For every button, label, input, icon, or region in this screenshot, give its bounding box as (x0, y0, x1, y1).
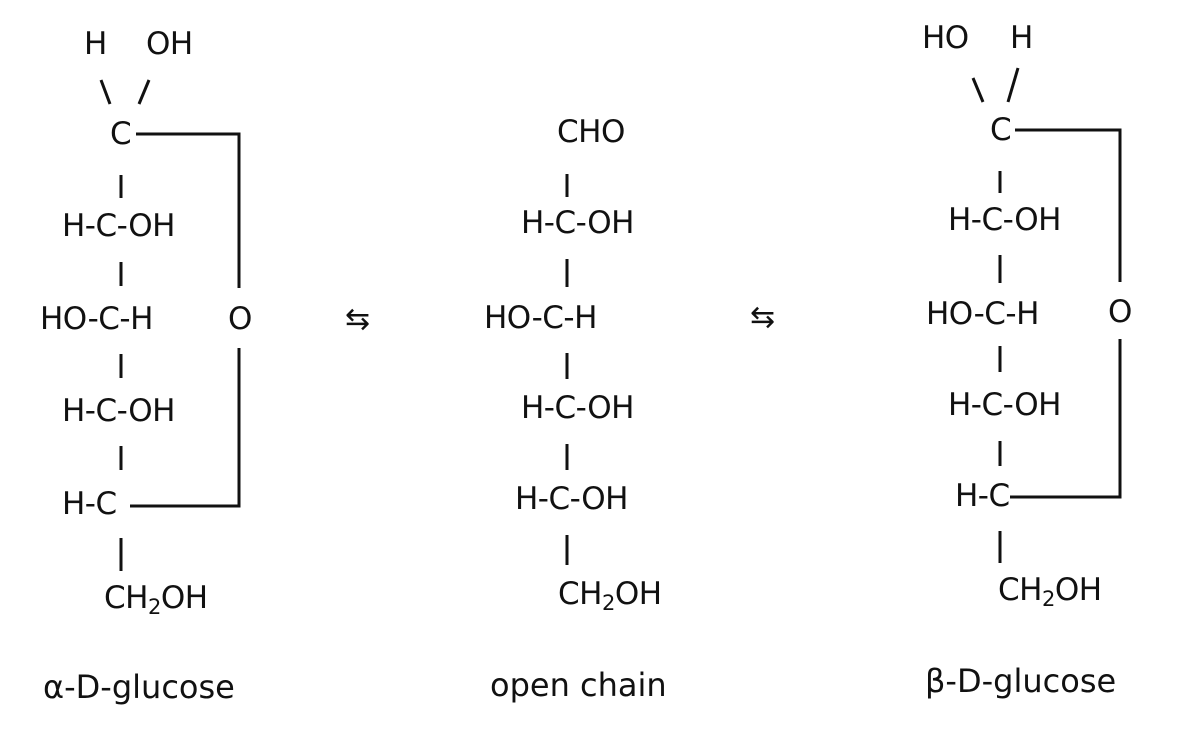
alpha-bonds (99, 79, 241, 571)
beta-c5-label: H-C (955, 478, 1010, 514)
alpha-c5-label: H-C (62, 486, 117, 522)
alpha-c6-subscript: 2 (147, 595, 161, 619)
beta-c1-ho-bond (971, 77, 985, 103)
open-c6-suffix: OH (614, 576, 662, 612)
open-c5-label: H-C-OH (515, 481, 628, 517)
open-c6-prefix: CH (558, 576, 602, 612)
alpha-caption: α-D-glucose (43, 668, 235, 706)
alpha-c2-label: H-C-OH (62, 208, 175, 244)
beta-c1-ho-label: HO (922, 20, 969, 56)
open-chain-caption: open chain (490, 666, 667, 704)
beta-c1-label: C (990, 112, 1012, 148)
alpha-c6-label: CH2OH (104, 580, 208, 625)
alpha-c4-label: H-C-OH (62, 393, 175, 429)
equilibrium-arrow-right-icon: ⇆ (750, 300, 776, 335)
alpha-c6-prefix: CH (104, 580, 148, 616)
alpha-c1-oh-bond (137, 79, 151, 105)
alpha-c1-h-label: H (84, 26, 107, 62)
beta-ring-lower-bond (1010, 339, 1122, 499)
beta-bonds (971, 67, 1122, 563)
beta-c1-h-bond (1006, 67, 1020, 103)
alpha-c1-h-bond (99, 79, 112, 105)
alpha-ring-upper-bond (136, 132, 241, 288)
open-c3-label: HO-C-H (484, 300, 597, 336)
alpha-c1-label: C (110, 116, 132, 152)
beta-c1-h-label: H (1010, 20, 1033, 56)
beta-c6-subscript: 2 (1041, 587, 1055, 611)
alpha-ring-lower-bond (130, 348, 241, 508)
open-c6-label: CH2OH (558, 576, 662, 621)
beta-c2-label: H-C-OH (948, 202, 1061, 238)
beta-ring-upper-bond (1015, 128, 1122, 282)
open-c4-label: H-C-OH (521, 390, 634, 426)
open-c2-label: H-C-OH (521, 205, 634, 241)
alpha-c3-label: HO-C-H (40, 301, 153, 337)
beta-ring-oxygen-label: O (1108, 294, 1132, 330)
beta-caption: β-D-glucose (925, 662, 1117, 700)
beta-c6-prefix: CH (998, 572, 1042, 608)
alpha-c6-suffix: OH (160, 580, 208, 616)
beta-c6-suffix: OH (1054, 572, 1102, 608)
beta-c6-label: CH2OH (998, 572, 1102, 617)
beta-c3-label: HO-C-H (926, 296, 1039, 332)
alpha-ring-oxygen-label: O (228, 301, 252, 337)
open-c1-label: CHO (557, 114, 625, 150)
beta-c4-label: H-C-OH (948, 387, 1061, 423)
equilibrium-arrow-left-icon: ⇆ (345, 302, 371, 337)
alpha-c1-oh-label: OH (146, 26, 193, 62)
open-c6-subscript: 2 (601, 591, 615, 615)
